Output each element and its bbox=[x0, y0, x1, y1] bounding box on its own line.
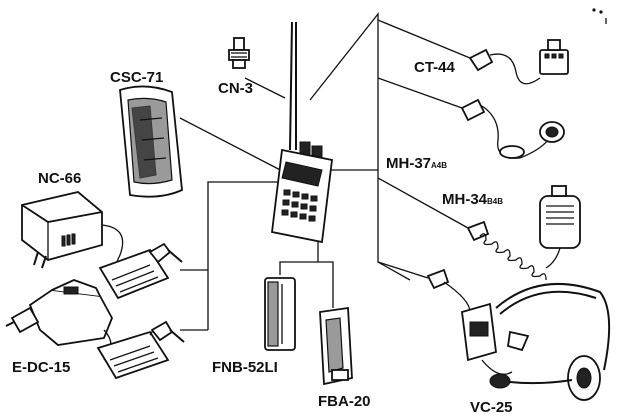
fnb52li-battery bbox=[264, 277, 296, 351]
radio-transceiver bbox=[271, 21, 333, 244]
csc71-label: CSC-71 bbox=[110, 69, 163, 86]
edc15-label: E-DC-15 bbox=[12, 359, 70, 376]
fba20-label: FBA-20 bbox=[318, 393, 371, 410]
mh34-speaker-mic bbox=[466, 185, 581, 281]
cn3-label: CN-3 bbox=[218, 80, 253, 97]
nc66-charger bbox=[21, 191, 183, 300]
fnb52li-label: FNB-52LI bbox=[212, 359, 278, 376]
nc66-label: NC-66 bbox=[38, 170, 81, 187]
ct44-adapter bbox=[468, 39, 569, 85]
ct44-label: CT-44 bbox=[414, 59, 456, 76]
mh37-label: MH-37A4B bbox=[386, 155, 447, 172]
csc71-case bbox=[119, 85, 183, 198]
mh34-label: MH-34B4B bbox=[442, 191, 503, 208]
vc25-label: VC-25 bbox=[470, 399, 513, 416]
edc15-car-adapter bbox=[5, 279, 185, 380]
cn3-adapter bbox=[228, 37, 250, 69]
vc25-headset bbox=[426, 268, 611, 401]
corner-marks bbox=[592, 8, 607, 24]
mh37-earpiece bbox=[460, 98, 565, 159]
fba20-battery-case bbox=[319, 306, 353, 386]
